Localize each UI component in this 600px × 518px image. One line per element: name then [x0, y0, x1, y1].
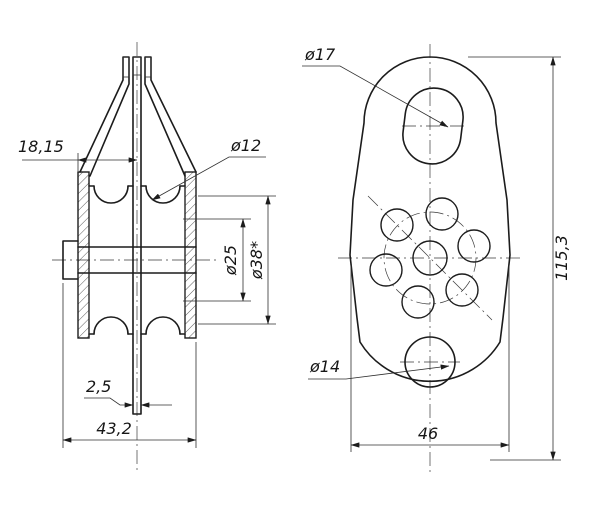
right-sheave-upper-groove: [145, 185, 181, 204]
dim-outer-diameter: ø38*: [198, 195, 276, 325]
cluster-hole: [380, 208, 414, 242]
dim-label-overall-width-side: 43,2: [96, 419, 132, 438]
dim-inner-diameter: ø25: [183, 218, 251, 302]
side-plate-right: [184, 171, 197, 339]
dim-label-overall-height: 115,3: [552, 235, 571, 281]
dim-label-overall-width-front: 46: [418, 424, 438, 443]
left-sheave-upper-groove: [93, 185, 129, 204]
center-plate-section-hatch: [132, 56, 142, 76]
dim-groove-diameter: ø12: [151, 136, 266, 201]
dim-bottom-hole: ø14: [308, 357, 450, 380]
dim-overall-width-front: 46: [350, 265, 510, 452]
extension-lines: [198, 195, 276, 325]
right-strap: [144, 56, 197, 177]
dim-label-inner-diameter: ø25: [221, 245, 240, 276]
dim-label-top-hole: ø17: [304, 45, 336, 64]
plate-outline: [349, 56, 511, 383]
side-plate-left: [77, 171, 90, 339]
left-arrow-line: [84, 397, 134, 408]
extension-lines: [468, 56, 561, 461]
cluster-hole: [369, 253, 403, 287]
cluster-hole: [457, 229, 491, 263]
left-sheave-lower-groove: [93, 316, 129, 335]
dim-overall-width-side: 43,2: [62, 283, 197, 448]
axle-end-cap: [62, 240, 79, 280]
center-plate: [132, 56, 142, 415]
diagonal-centerline: [367, 195, 493, 321]
extension-lines: [183, 218, 251, 302]
left-strap-hatch: [122, 56, 130, 78]
right-strap-hatch: [144, 56, 152, 78]
right-sheave-lower-groove: [145, 316, 181, 335]
dim-plate-thickness: 2,5: [84, 377, 172, 408]
left-strap: [79, 56, 130, 177]
leader-line: [151, 156, 266, 201]
dim-label-plate-thickness: 2,5: [86, 377, 111, 396]
dim-overall-height: 115,3: [468, 56, 571, 461]
extension-lines: [350, 265, 510, 452]
front-view: ø17 ø14 115,3 46: [302, 44, 571, 476]
top-attachment-hole: [402, 87, 464, 165]
bottom-hole: [404, 336, 456, 388]
dim-top-hole: ø17: [302, 45, 449, 128]
dim-half-width: 18,15: [18, 137, 138, 171]
cluster-hole: [445, 273, 479, 307]
cluster-hole: [425, 197, 459, 231]
center-hole: [412, 240, 448, 276]
dim-label-bottom-hole: ø14: [309, 357, 340, 376]
bolt-circle-centerline: [383, 211, 477, 305]
sheave-side-faces: [88, 186, 186, 334]
axle: [77, 246, 197, 274]
dim-label-outer-diameter: ø38*: [247, 241, 266, 280]
dim-label-groove-diameter: ø12: [230, 136, 261, 155]
extension-lines: [62, 283, 197, 448]
leader-line: [308, 364, 450, 380]
dim-label-half-width: 18,15: [18, 137, 64, 156]
leader-line: [302, 65, 449, 128]
side-section-view: 18,15 ø12 ø25 ø38* 2,5 43,2: [18, 42, 276, 472]
cluster-hole: [401, 285, 435, 319]
